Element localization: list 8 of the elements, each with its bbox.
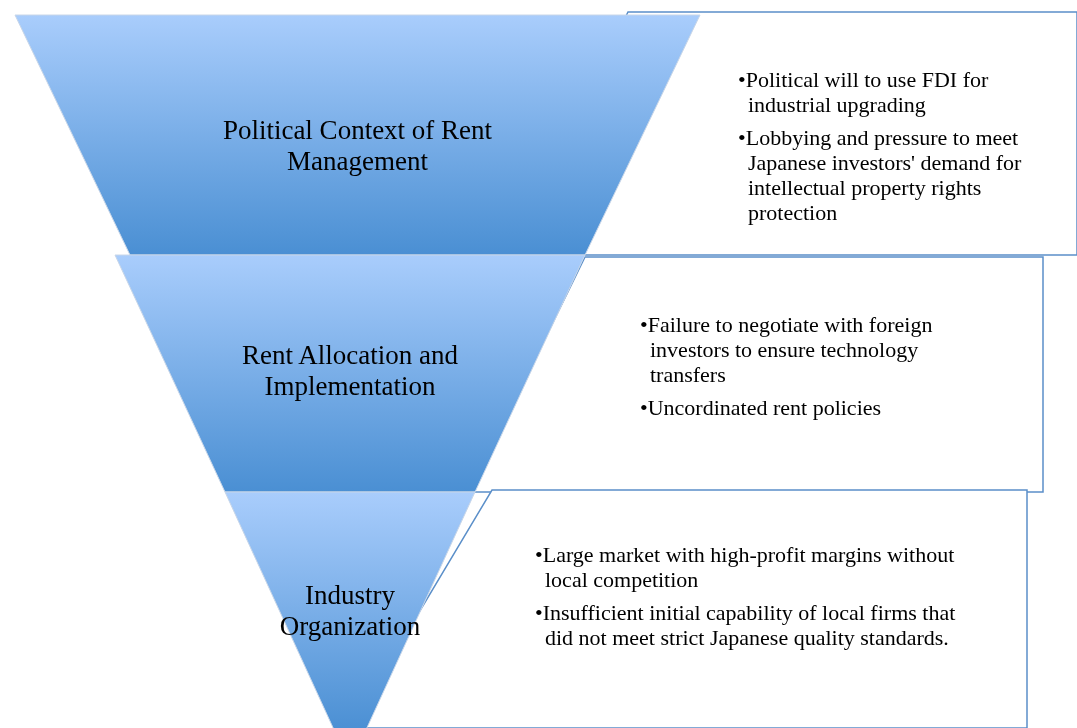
bullet-point: •Failure to negotiate with foreign investors to ensure technology transfers [640, 312, 934, 387]
bullet-point: •Uncordinated rent policies [640, 395, 883, 420]
bullet-point: •Large market with high-profit margins without local competition [535, 542, 956, 592]
layer-title: Political Context of Rent Management [221, 115, 494, 177]
bullet-point: •Insufficient initial capability of local firms that did not meet strict Japanese quality standards. [535, 600, 957, 650]
bullet-point: •Political will to use FDI for industrial upgrading [738, 67, 990, 117]
layer-title: Rent Allocation and Implementation [241, 340, 459, 402]
bullet-point: •Lobbying and pressure to meet Japanese investors' demand for intellectual property rights protection [738, 125, 1023, 225]
